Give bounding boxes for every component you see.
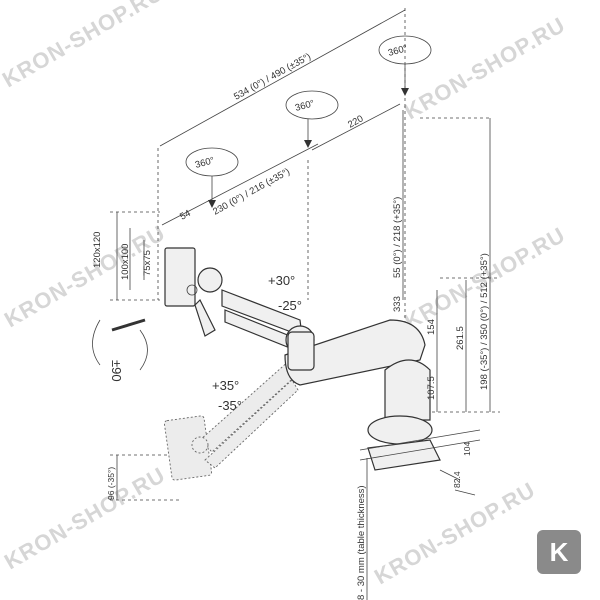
lower-arm [284,319,426,386]
label-base-824: 82.4 [452,471,462,488]
label-lift-top: 55 (0°) / 218 (+35°) [392,197,403,278]
label-height-2615: 261.5 [455,326,466,350]
label-offset-54: 54 [178,208,193,223]
vertical-dimension-lines [116,110,491,600]
curve-arrow-icon [139,329,148,371]
watermark-top: KRON-SHOP.RU [0,0,168,92]
label-base-104: 104 [462,442,472,456]
label-height-total: 198 (-35°) / 350 (0°) / 512 (+35°) [479,253,490,390]
table-edge [359,429,481,496]
rotation-indicators [185,35,432,208]
label-segment-1: 230 (0°) / 216 (±35°) [211,166,292,217]
label-rotation-2: 360° [294,98,316,114]
brand-logo: K [537,530,581,574]
swivel-arrows [92,318,148,371]
watermark-bottom-left: KRON-SHOP.RU [0,462,170,574]
label-arm-minus-35: -35° [218,398,242,413]
monitor-head [164,247,223,337]
watermark-top-right: KRON-SHOP.RU [400,12,570,124]
rotate-360-icon [285,90,339,120]
label-rotation-1: 360° [194,155,216,171]
label-vesa-inner: 75x75 [142,250,153,276]
label-height-1075: 107.5 [426,376,437,400]
label-height-154: 154 [426,319,437,335]
curve-arrow-icon [92,319,101,366]
label-rotation-3: 360° [387,43,409,59]
label-segment-2: 220 [346,113,365,130]
label-height-96: 96 (-35°) [106,467,116,500]
label-tilt-up: +30° [268,273,295,288]
label-table-thickness: 8 - 30 mm (table thickness) [356,485,367,600]
label-tilt-down: -25° [278,298,302,313]
label-vesa-outer: 120x120 [92,232,103,268]
label-vesa-mid: 100x100 [120,244,131,280]
label-total-reach: 534 (0°) / 490 (±35°) [232,51,313,102]
label-arm-plus-35: +35° [212,378,239,393]
lowered-arm-ghost [163,359,301,481]
base-column [367,359,441,471]
watermark-bottom-right: KRON-SHOP.RU [370,477,540,589]
label-swivel: ±90 [109,360,124,382]
label-height-333: 333 [392,296,403,312]
